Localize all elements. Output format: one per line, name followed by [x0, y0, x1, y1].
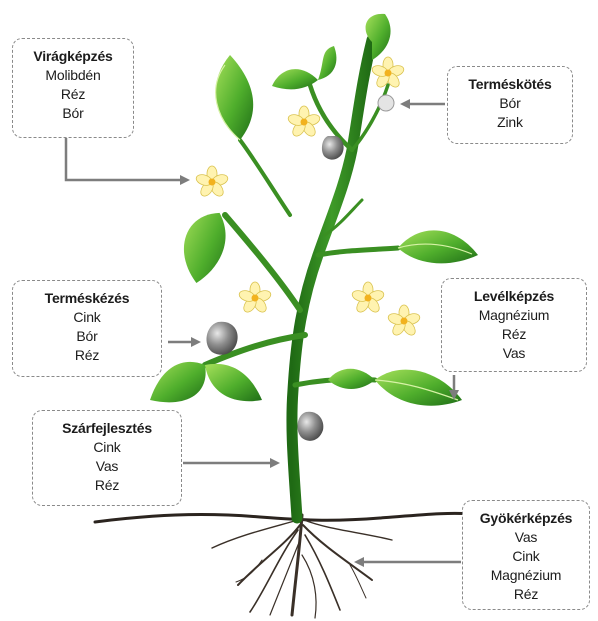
nutrient-item: Cink: [33, 438, 181, 457]
nutrient-item: Magnézium: [442, 306, 586, 325]
box-gyokerkepzes: Gyökérképzés Vas Cink Magnézium Réz: [462, 500, 590, 610]
nutrient-item: Molibdén: [13, 66, 133, 85]
nutrient-item: Vas: [442, 344, 586, 363]
box-title: Terméskézés: [13, 289, 161, 308]
box-title: Terméskötés: [448, 75, 572, 94]
leaves: [150, 14, 478, 406]
nutrient-item: Cink: [13, 308, 161, 327]
ground-line: [95, 513, 470, 522]
box-title: Virágképzés: [13, 47, 133, 66]
nutrient-item: Cink: [463, 547, 589, 566]
nutrient-item: Bór: [13, 104, 133, 123]
nutrient-item: Vas: [463, 528, 589, 547]
nutrient-item: Réz: [13, 85, 133, 104]
box-termeskepzes: Terméskézés Cink Bór Réz: [12, 280, 162, 377]
nutrient-item: Zink: [448, 113, 572, 132]
nutrient-item: Réz: [13, 346, 161, 365]
nutrient-item: Bór: [448, 94, 572, 113]
nutrient-item: Réz: [442, 325, 586, 344]
box-title: Levélképzés: [442, 287, 586, 306]
nutrient-item: Vas: [33, 457, 181, 476]
box-viragkepzes: Virágképzés Molibdén Réz Bór: [12, 38, 134, 138]
box-title: Gyökérképzés: [463, 509, 589, 528]
roots: [212, 515, 392, 618]
box-levelkepzes: Levélképzés Magnézium Réz Vas: [441, 278, 587, 372]
nutrient-item: Bór: [13, 327, 161, 346]
box-termeskotes: Terméskötés Bór Zink: [447, 66, 573, 144]
box-szarfejlesztes: Szárfejlesztés Cink Vas Réz: [32, 410, 182, 506]
nutrient-item: Magnézium: [463, 566, 589, 585]
box-title: Szárfejlesztés: [33, 419, 181, 438]
nutrient-item: Réz: [33, 476, 181, 495]
nutrient-item: Réz: [463, 585, 589, 604]
